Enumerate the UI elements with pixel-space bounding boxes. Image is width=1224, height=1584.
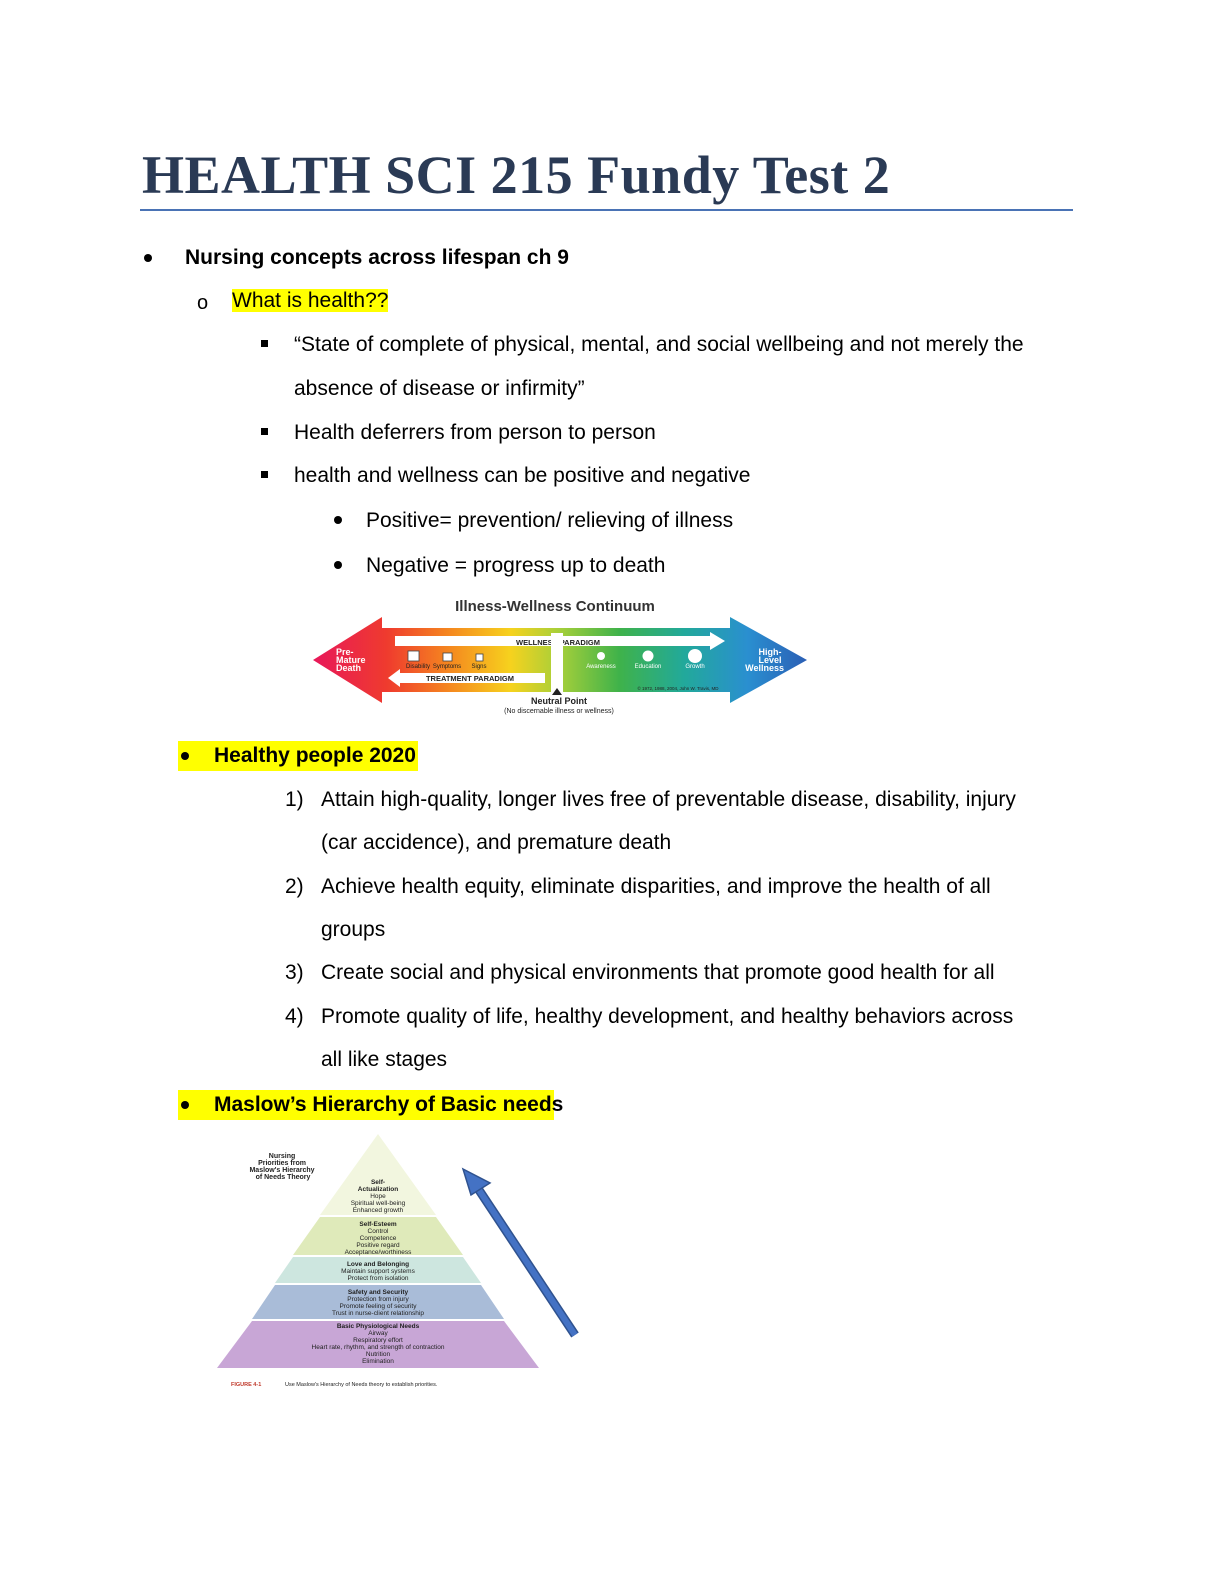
- tier-line: Protection from injury: [347, 1296, 409, 1303]
- tier-line: Control: [368, 1228, 390, 1235]
- tier-line: Maintain support systems: [341, 1268, 415, 1275]
- tier-line: Hope: [370, 1193, 386, 1200]
- list-subitem: Positive= prevention/ relieving of illne…: [366, 509, 734, 532]
- tier-name: Basic Physiological Needs: [337, 1323, 420, 1330]
- tier-line: Respiratory effort: [353, 1337, 403, 1344]
- tier-line: Promote feeling of security: [340, 1303, 418, 1310]
- premature-death-label: Pre- Mature Death: [336, 647, 368, 673]
- neutral-point-label: Neutral Point: [531, 696, 587, 706]
- subheading-what-is-health: What is health??: [232, 289, 389, 312]
- numbered-item: Attain high-quality, longer lives free o…: [321, 788, 1016, 811]
- tier-line: Trust in nurse-client relationship: [332, 1310, 424, 1317]
- pyramid-tier-self-actualization: [320, 1134, 436, 1215]
- highlight-band: [178, 1090, 554, 1120]
- bullet-square: [261, 471, 268, 478]
- pyramid-tier-self-esteem: [293, 1217, 463, 1255]
- list-item: Health deferrers from person to person: [294, 421, 656, 444]
- tier-line: Enhanced growth: [353, 1207, 404, 1214]
- pyramid-tier-love-belonging: [275, 1257, 481, 1283]
- tier-name: Love and Belonging: [347, 1261, 409, 1268]
- tier-line: Elimination: [362, 1358, 394, 1365]
- sub-bullet: o: [197, 292, 209, 314]
- high-level-wellness-label: High- Level Wellness: [745, 647, 784, 673]
- section-heading-nursing-concepts: Nursing concepts across lifespan ch 9: [185, 246, 569, 269]
- figure-caption: FIGURE 4-1 Use Maslow's Hierarchy of Nee…: [231, 1382, 438, 1388]
- tier-line: Spiritual well-being: [351, 1200, 406, 1207]
- tier-line: Positive regard: [356, 1242, 400, 1249]
- marker-label: Signs: [471, 664, 486, 670]
- tier-line: Competence: [360, 1235, 397, 1242]
- numbered-item-continued: all like stages: [321, 1048, 448, 1071]
- neutral-point-note: (No discernable illness or wellness): [504, 708, 614, 715]
- tier-name: Self-Esteem: [359, 1221, 396, 1228]
- bullet: [181, 1101, 189, 1109]
- numbered-item: Create social and physical environments …: [321, 961, 995, 984]
- list-number: 1): [285, 788, 304, 811]
- marker-label: Awareness: [586, 664, 616, 670]
- tier-name: Safety and Security: [348, 1289, 409, 1296]
- pyramid-side-label: Nursing Priorities from Maslow's Hierarc…: [249, 1153, 316, 1181]
- illness-wellness-continuum-diagram: Illness-Wellness Continuum WELLNESS PARA…: [313, 598, 807, 715]
- page-title: HEALTH SCI 215 Fundy Test 2: [142, 145, 891, 205]
- list-item: “State of complete of physical, mental, …: [294, 333, 1024, 356]
- tier-name: Self-: [371, 1179, 385, 1186]
- tier-name: Actualization: [358, 1186, 398, 1193]
- figure-label: FIGURE 4-1: [231, 1382, 261, 1388]
- list-number: 4): [285, 1005, 304, 1028]
- bullet: [181, 752, 189, 760]
- list-item: health and wellness can be positive and …: [294, 464, 751, 487]
- list-number: 3): [285, 961, 304, 984]
- maslow-pyramid-diagram: Nursing Priorities from Maslow's Hierarc…: [217, 1134, 539, 1388]
- treatment-paradigm-label: TREATMENT PARADIGM: [426, 674, 514, 683]
- upward-arrow-icon: [461, 1167, 579, 1338]
- title-underline: [140, 209, 1073, 211]
- list-subitem: Negative = progress up to death: [366, 554, 666, 577]
- marker-label: Disability: [406, 664, 430, 670]
- bullet: [334, 516, 342, 524]
- numbered-item-continued: (car accidence), and premature death: [321, 831, 672, 854]
- figure-caption-text: Use Maslow's Hierarchy of Needs theory t…: [285, 1382, 438, 1388]
- list-number: 2): [285, 875, 304, 898]
- bullet-square: [261, 340, 268, 347]
- section-heading-maslow: Maslow’s Hierarchy of Basic needs: [214, 1093, 564, 1116]
- numbered-item: Achieve health equity, eliminate dispari…: [321, 875, 991, 898]
- marker-label: Growth: [685, 664, 704, 670]
- pyramid-tier-physiological: [217, 1321, 539, 1368]
- tier-line: Protect from isolation: [347, 1275, 408, 1282]
- bullet: [144, 254, 152, 262]
- numbered-item: Promote quality of life, healthy develop…: [321, 1005, 1014, 1028]
- bullet: [334, 561, 342, 569]
- tier-line: Acceptance/worthiness: [345, 1249, 413, 1256]
- section-heading-healthy-people: Healthy people 2020: [214, 744, 416, 767]
- bullet-square: [261, 428, 268, 435]
- marker-label: Education: [635, 664, 662, 670]
- continuum-title: Illness-Wellness Continuum: [455, 598, 655, 615]
- tier-line: Heart rate, rhythm, and strength of cont…: [312, 1344, 445, 1351]
- highlight-band: [178, 741, 418, 771]
- marker-label: Symptoms: [433, 664, 461, 670]
- pyramid-tier-safety-security: [252, 1285, 504, 1319]
- list-item-continued: absence of disease or infirmity”: [294, 377, 585, 400]
- tier-line: Nutrition: [366, 1351, 391, 1358]
- tier-line: Airway: [368, 1330, 388, 1337]
- numbered-item-continued: groups: [321, 918, 386, 941]
- copyright-note: © 1972, 1988, 2004, John W. Travis, MD: [637, 685, 719, 691]
